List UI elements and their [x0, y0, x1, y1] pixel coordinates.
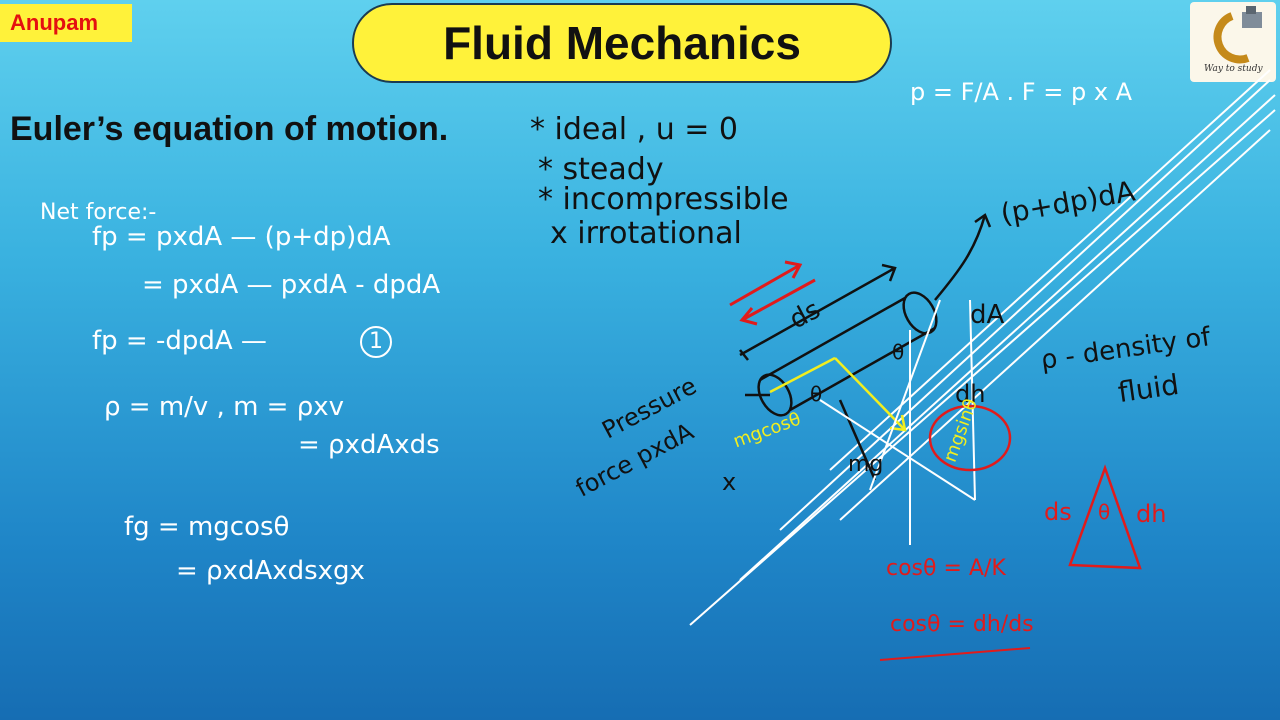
red-triangle — [1068, 464, 1142, 570]
logo-tagline: Way to study — [1204, 64, 1263, 74]
mg-label: mg — [848, 452, 884, 477]
density-equation-1: ρ = m/v , m = ρxv — [104, 392, 345, 422]
theta-label-1: θ — [892, 340, 905, 364]
dh-label: dh — [955, 380, 986, 408]
assumption-ideal: * ideal , u = 0 — [530, 112, 739, 147]
red-direction-arrows — [729, 260, 816, 326]
fp-equation-2: = pxdA — pxdA - dpdA — [142, 270, 441, 300]
brand-logo — [1190, 2, 1276, 82]
fluid-element-cylinder — [739, 213, 992, 481]
x-mark: x — [722, 468, 737, 496]
section-heading: Euler’s equation of motion. — [10, 110, 449, 148]
highlight-circle — [928, 404, 1012, 472]
assumption-steady: * steady — [538, 152, 664, 187]
theta-label-2: θ — [810, 382, 823, 406]
author-badge: Anupam — [0, 4, 132, 42]
red-underline — [879, 647, 1031, 661]
fp-equation-3: fp = -dpdA — — [92, 326, 267, 356]
assumption-irrotational: x irrotational — [550, 216, 742, 251]
fg-equation-2: = ρxdAxdsxgx — [176, 556, 365, 586]
logo-mark-icon — [1213, 6, 1262, 64]
da-label: dA — [970, 300, 1005, 330]
cos-relation-2: cosθ = dh/ds — [890, 612, 1034, 637]
assumption-incompressible: * incompressible — [538, 182, 789, 217]
net-force-label: Net force:- — [40, 200, 157, 225]
density-equation-2: = ρxdAxds — [298, 430, 440, 460]
equation-number-badge: 1 — [360, 326, 392, 358]
page-title: Fluid Mechanics — [352, 3, 892, 83]
streamlines — [689, 69, 1276, 626]
weight-components — [769, 356, 907, 432]
fp-equation-1: fp = pxdA — (p+dp)dA — [92, 222, 391, 252]
cos-relation-1: cosθ = A/K — [886, 556, 1006, 581]
pressure-formula: p = F/A . F = p x A — [910, 78, 1133, 106]
triangle-dh-label: dh — [1136, 500, 1167, 528]
triangle-theta-label: θ — [1098, 500, 1111, 524]
fg-equation-1: fg = mgcosθ — [124, 512, 290, 542]
geometry-guides — [819, 299, 976, 545]
triangle-ds-label: ds — [1044, 498, 1072, 526]
